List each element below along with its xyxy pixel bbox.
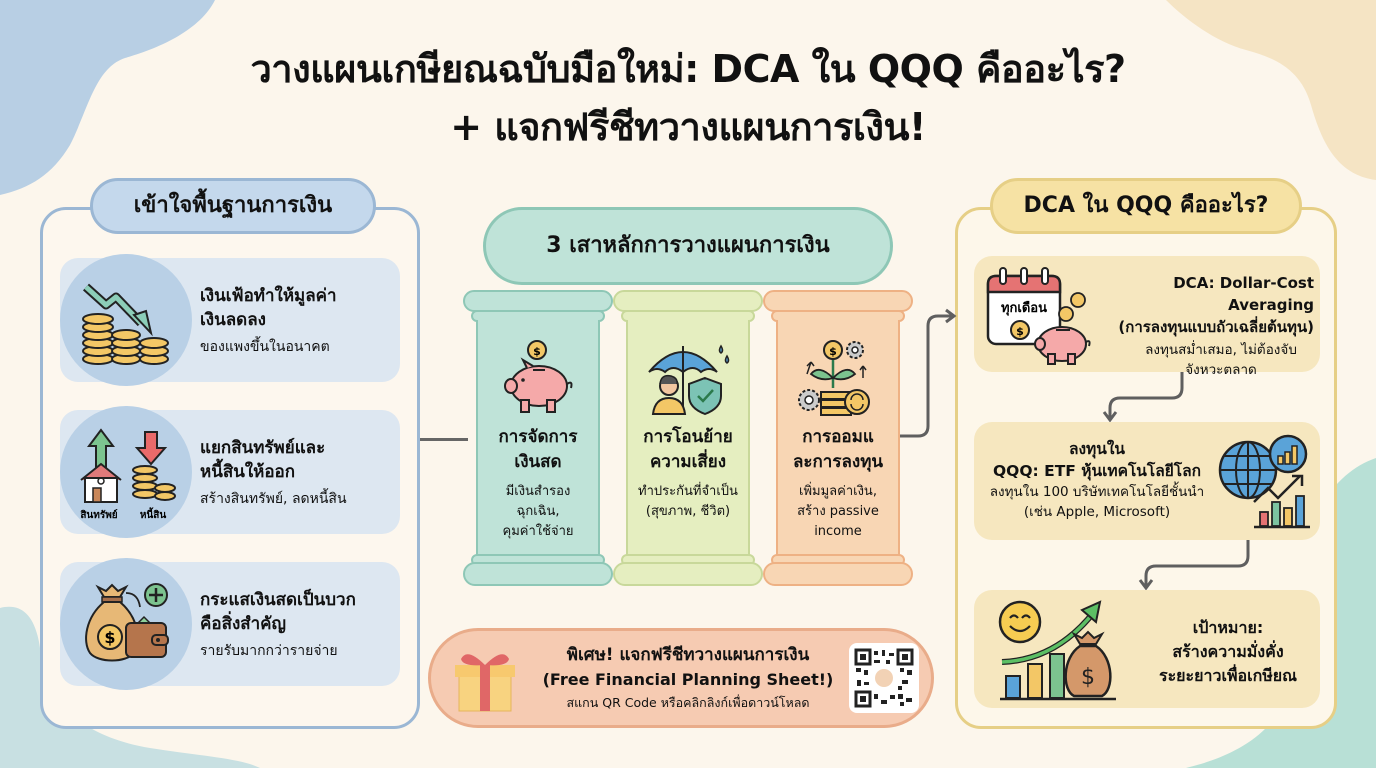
svg-text:หนี้สิน: หนี้สิน <box>140 507 167 521</box>
promo-headline: พิเศษ! แจกฟรีชีทวางแผนการเงิน <box>566 645 810 665</box>
title-line-2: + แจกฟรีชีทวางแผนการเงิน! <box>450 105 926 149</box>
cashflow-card: $ กระแสเงินสดเป็นบวก คือสิ่งสำคัญ รายรับ… <box>60 558 400 690</box>
page-title: วางแผนเกษียณฉบับมือใหม่: DCA ใน QQQ คืออ… <box>0 40 1376 156</box>
connector-arrow <box>900 308 957 438</box>
promo-english: (Free Financial Planning Sheet!) <box>542 670 834 689</box>
umbrella-shield-icon <box>613 338 763 418</box>
title-line-1: วางแผนเกษียณฉบับมือใหม่: DCA ใน QQQ คืออ… <box>250 47 1126 91</box>
pillar-cash-management: $ การจัดการ เงินสด มีเงินสำรอง ฉุกเฉิน, … <box>463 290 613 586</box>
left-section-heading: เข้าใจพื้นฐานการเงิน <box>90 178 376 234</box>
pillar-saving-investing: $ การออมแ ละการลงทุน เพิ่มมูลค่าเงิน, สร… <box>763 290 913 586</box>
investment-growth-icon: $ <box>763 338 913 418</box>
blob-top-left <box>0 0 215 195</box>
pillar-title: การออมแ ละการลงทุน <box>792 427 884 472</box>
dca-card: ทุกเดือน $ DCA: Dollar-Cost Averaging (ก… <box>974 256 1320 378</box>
connector-arrow <box>1102 372 1184 423</box>
globe-chart-icon <box>1216 432 1312 532</box>
growth-goal-icon: $ <box>996 596 1136 704</box>
svg-text:$: $ <box>1081 665 1095 690</box>
card-subtitle: รายรับมากกว่ารายจ่าย <box>200 643 338 659</box>
assets-liabilities-icon: สินทรัพย์ หนี้สิน <box>60 406 192 538</box>
goal-card-text: เป้าหมาย: สร้างความมั่งคั่ง ระยะยาวเพื่อ… <box>1158 618 1298 685</box>
pillar-title: การโอนย้าย ความเสี่ยง <box>643 427 733 472</box>
gift-icon <box>453 645 517 713</box>
pillar-risk-transfer: การโอนย้าย ความเสี่ยง ทำประกันที่จำเป็น … <box>613 290 763 586</box>
qqq-card-text: ลงทุนใน QQQ: ETF หุ้นเทคโนโลยีโลก ลงทุนใ… <box>989 440 1205 520</box>
qqq-card: ลงทุนใน QQQ: ETF หุ้นเทคโนโลยีโลก ลงทุนใ… <box>974 422 1320 540</box>
svg-text:$: $ <box>829 345 837 358</box>
assets-liabilities-card: สินทรัพย์ หนี้สิน แยกสินทรัพย์และ หนี้สิ… <box>60 406 400 538</box>
svg-text:$: $ <box>1016 325 1024 338</box>
coins-decline-icon <box>60 254 192 386</box>
money-bag-wallet-icon: $ <box>60 558 192 690</box>
svg-text:$: $ <box>104 628 115 647</box>
promo-text: พิเศษ! แจกฟรีชีทวางแผนการเงิน (Free Fina… <box>523 643 853 714</box>
card-title: แยกสินทรัพย์และ หนี้สินให้ออก <box>200 438 326 482</box>
svg-text:สินทรัพย์: สินทรัพย์ <box>80 509 117 521</box>
right-section-heading: DCA ใน QQQ คืออะไร? <box>990 178 1302 234</box>
free-sheet-promo[interactable]: พิเศษ! แจกฟรีชีทวางแผนการเงิน (Free Fina… <box>428 628 934 728</box>
middle-section-heading: 3 เสาหลักการวางแผนการเงิน <box>483 207 893 285</box>
connector-line <box>420 438 468 441</box>
svg-text:$: $ <box>533 345 541 358</box>
dca-card-text: DCA: Dollar-Cost Averaging (การลงทุนแบบถ… <box>1118 274 1314 378</box>
calendar-piggy-icon: ทุกเดือน $ <box>984 264 1096 368</box>
promo-instruction: สแกน QR Code หรือคลิกลิงก์เพื่อดาวน์โหลด <box>566 695 810 710</box>
card-title: เงินเฟ้อทำให้มูลค่า เงินลดลง <box>200 286 337 330</box>
pillar-subtitle: มีเงินสำรอง ฉุกเฉิน, คุมค่าใช้จ่าย <box>502 484 574 539</box>
svg-text:ทุกเดือน: ทุกเดือน <box>1001 300 1047 316</box>
piggy-bank-icon: $ <box>463 338 613 418</box>
card-subtitle: สร้างสินทรัพย์, ลดหนี้สิน <box>200 491 347 507</box>
pillar-subtitle: เพิ่มมูลค่าเงิน, สร้าง passive income <box>797 484 879 539</box>
goal-card: $ เป้าหมาย: สร้างความมั่งคั่ง ระยะยาวเพื… <box>974 590 1320 708</box>
pillar-subtitle: ทำประกันที่จำเป็น (สุขภาพ, ชีวิต) <box>638 484 738 519</box>
connector-arrow <box>1138 540 1250 591</box>
pillar-title: การจัดการ เงินสด <box>498 427 578 472</box>
card-title: กระแสเงินสดเป็นบวก คือสิ่งสำคัญ <box>200 590 356 634</box>
blob-top-right <box>1166 0 1376 180</box>
inflation-card: เงินเฟ้อทำให้มูลค่า เงินลดลง ของแพงขึ้นใ… <box>60 254 400 386</box>
card-subtitle: ของแพงขึ้นในอนาคต <box>200 339 330 355</box>
qr-code-icon[interactable] <box>849 643 919 713</box>
